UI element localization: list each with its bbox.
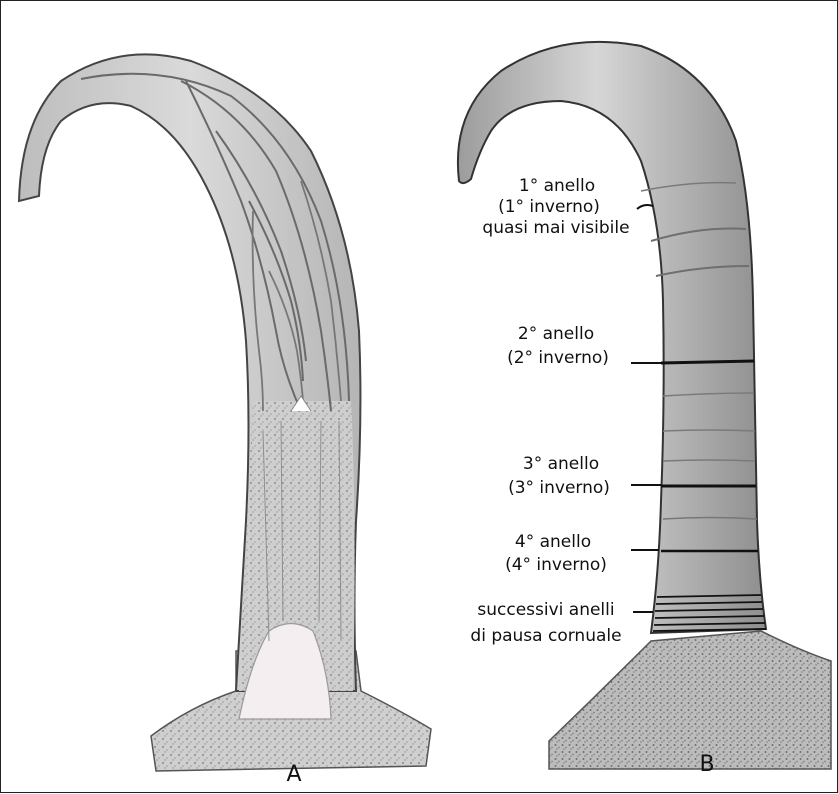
annotation-1: 1° anello (1° inverno) quasi mai visibil… (482, 176, 629, 238)
annotation-3-line-2: (3° inverno) (508, 478, 610, 498)
annotation-2-line-1: 2° anello (518, 324, 594, 344)
annotation-5: successivi anelli di pausa cornuale (470, 600, 621, 646)
panel-label-b: B (699, 752, 714, 777)
horn-external-b (458, 42, 831, 769)
annotation-3-line-1: 3° anello (523, 454, 599, 474)
leader-lines (631, 205, 663, 612)
annotation-4: 4° anello (4° inverno) (505, 532, 607, 575)
annotation-1-line-2: (1° inverno) (498, 197, 600, 217)
skull-base-b (549, 631, 831, 769)
horn-section-a (19, 54, 431, 771)
annotation-4-line-1: 4° anello (515, 532, 591, 552)
ring-2 (661, 361, 754, 363)
annotation-3: 3° anello (3° inverno) (508, 454, 610, 498)
annotation-2-line-2: (2° inverno) (507, 348, 609, 368)
horn-body-b (458, 42, 766, 633)
leader-1 (637, 205, 653, 209)
annotation-1-line-3: quasi mai visibile (482, 218, 629, 238)
annotation-4-line-2: (4° inverno) (505, 555, 607, 575)
annotation-1-line-1: 1° anello (519, 176, 595, 196)
annotation-2: 2° anello (2° inverno) (507, 324, 609, 368)
panel-label-a: A (286, 762, 301, 787)
annotation-5-line-1: successivi anelli (477, 600, 614, 620)
annotation-5-line-2: di pausa cornuale (470, 626, 621, 646)
